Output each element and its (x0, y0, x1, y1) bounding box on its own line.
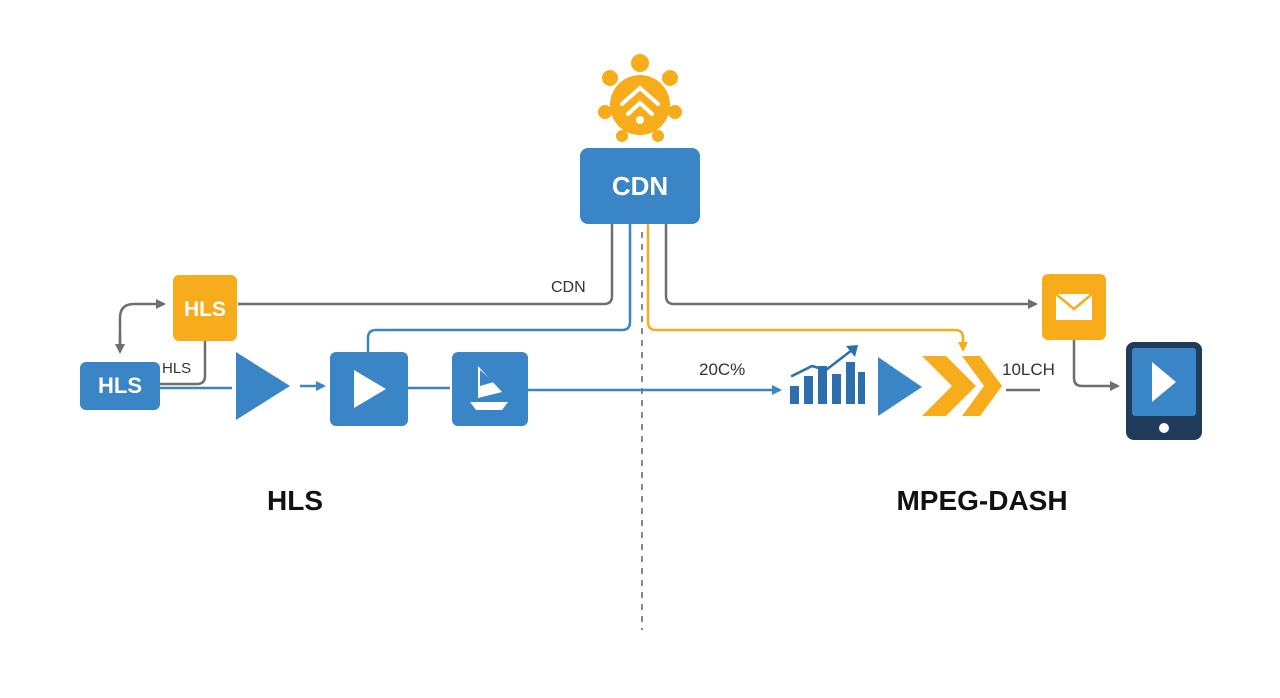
section-title-hls: HLS (267, 485, 323, 516)
dash-play-triangle-icon (878, 357, 922, 416)
cdn-to-hls-line (238, 224, 614, 306)
player-node (330, 352, 408, 426)
mail-node (1042, 274, 1106, 340)
hls-orange-label: HLS (184, 298, 226, 321)
boat-icon (470, 366, 508, 410)
play-icon (354, 370, 386, 408)
cdn-to-mail-line (664, 224, 1038, 309)
hls-connector-line (160, 341, 207, 386)
section-title-mpeg-dash: MPEG-DASH (896, 485, 1067, 516)
cdn-node: CDN (580, 148, 700, 224)
cdn-to-dash-line (646, 224, 968, 352)
percent-label: 20C% (699, 360, 745, 379)
hls-bidirectional-arrow (118, 299, 166, 346)
cdn-to-player-line (366, 224, 632, 352)
mail-to-tablet-line (1072, 340, 1120, 391)
bar-chart-icon (790, 345, 865, 404)
play-triangle-icon (236, 352, 290, 420)
cdn-node-label: CDN (612, 171, 668, 201)
encoder-node (452, 352, 528, 426)
hls-small-label: HLS (162, 360, 191, 377)
hls-blue-node: HLS (80, 362, 160, 410)
double-chevron-icon (922, 356, 1002, 416)
tablet-icon (1126, 342, 1202, 440)
gear-wifi-icon (598, 54, 682, 142)
mail-icon (1055, 293, 1093, 320)
hls-orange-node: HLS (173, 275, 237, 341)
tenlch-label: 10LCH (1002, 360, 1055, 379)
cdn-line-label: CDN (551, 279, 586, 296)
hls-blue-label: HLS (98, 373, 142, 398)
